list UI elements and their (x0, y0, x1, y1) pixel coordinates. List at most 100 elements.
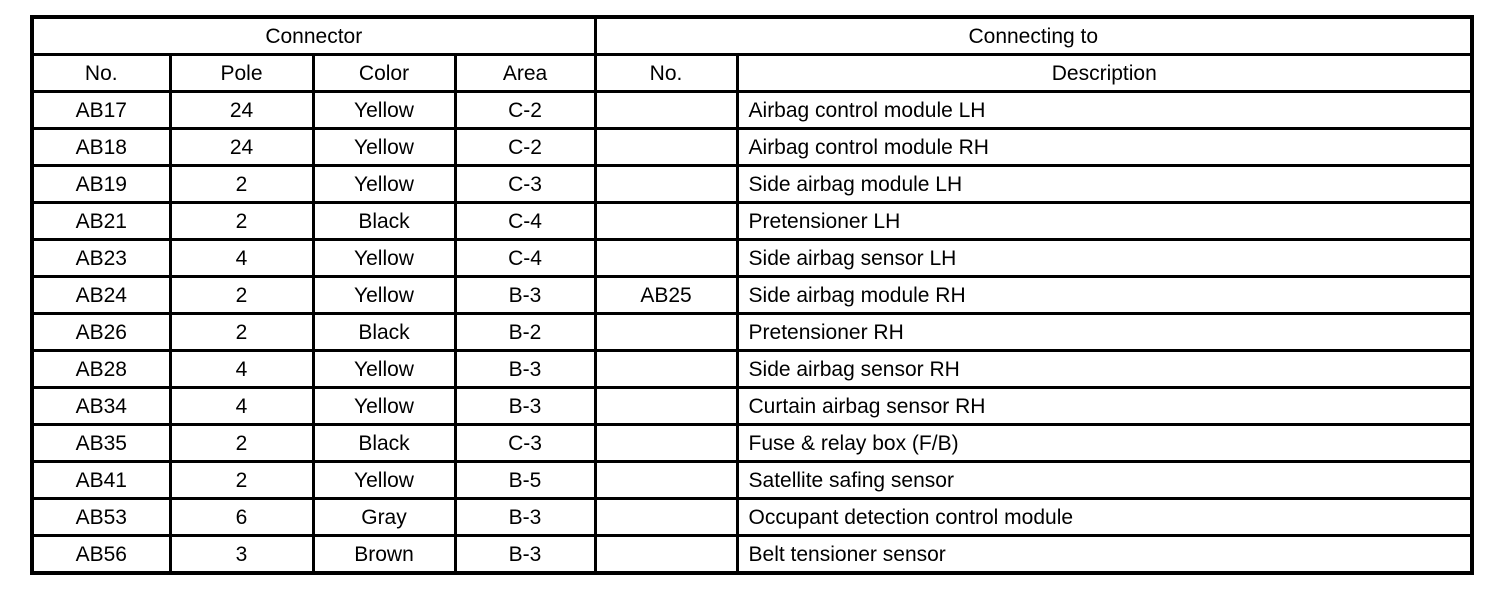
cell-description: Occupant detection control module (735, 497, 1474, 537)
cell-pole: 2 (168, 460, 315, 500)
table-row: AB53 6 Gray B-3 Occupant detection contr… (30, 497, 1474, 537)
cell-color: Black (311, 201, 457, 241)
cell-connecting-no (593, 349, 739, 389)
cell-description: Pretensioner RH (735, 312, 1474, 352)
cell-connecting-no (593, 127, 739, 167)
cell-description: Curtain airbag sensor RH (735, 386, 1474, 426)
cell-color: Yellow (311, 90, 457, 130)
cell-description: Side airbag module LH (735, 164, 1474, 204)
cell-pole: 6 (168, 497, 315, 537)
cell-connecting-no: AB25 (593, 275, 739, 315)
cell-connecting-no (593, 534, 739, 575)
cell-area: B-3 (453, 386, 597, 426)
column-header-no: No. (30, 53, 172, 93)
column-header-pole: Pole (168, 53, 315, 93)
column-header-description: Description (735, 53, 1474, 93)
cell-connecting-no (593, 90, 739, 130)
column-header-connecting-no: No. (593, 53, 739, 93)
cell-connecting-no (593, 460, 739, 500)
cell-area: B-5 (453, 460, 597, 500)
cell-color: Yellow (311, 275, 457, 315)
cell-color: Yellow (311, 386, 457, 426)
table-row: AB19 2 Yellow C-3 Side airbag module LH (30, 164, 1474, 204)
cell-pole: 2 (168, 164, 315, 204)
table-row: AB18 24 Yellow C-2 Airbag control module… (30, 127, 1474, 167)
cell-connecting-no (593, 201, 739, 241)
table-row: AB17 24 Yellow C-2 Airbag control module… (30, 90, 1474, 130)
cell-no: AB18 (30, 127, 172, 167)
column-header-row: No. Pole Color Area No. Description (30, 53, 1474, 93)
cell-color: Black (311, 312, 457, 352)
cell-color: Black (311, 423, 457, 463)
cell-color: Brown (311, 534, 457, 575)
cell-no: AB56 (30, 534, 172, 575)
cell-no: AB28 (30, 349, 172, 389)
group-header-connecting-to: Connecting to (593, 15, 1474, 56)
cell-description: Airbag control module RH (735, 127, 1474, 167)
cell-area: B-2 (453, 312, 597, 352)
cell-no: AB21 (30, 201, 172, 241)
cell-connecting-no (593, 312, 739, 352)
cell-area: C-4 (453, 238, 597, 278)
cell-pole: 4 (168, 349, 315, 389)
cell-color: Yellow (311, 164, 457, 204)
cell-description: Satellite safing sensor (735, 460, 1474, 500)
cell-pole: 4 (168, 238, 315, 278)
connector-table: Connector Connecting to No. Pole Color A… (30, 15, 1475, 575)
cell-no: AB34 (30, 386, 172, 426)
cell-description: Side airbag sensor LH (735, 238, 1474, 278)
group-header-row: Connector Connecting to (30, 15, 1474, 56)
cell-area: B-3 (453, 497, 597, 537)
table-row: AB41 2 Yellow B-5 Satellite safing senso… (30, 460, 1474, 500)
column-header-area: Area (453, 53, 597, 93)
table-row: AB28 4 Yellow B-3 Side airbag sensor RH (30, 349, 1474, 389)
cell-area: B-3 (453, 534, 597, 575)
cell-description: Side airbag sensor RH (735, 349, 1474, 389)
cell-area: B-3 (453, 275, 597, 315)
cell-description: Side airbag module RH (735, 275, 1474, 315)
cell-no: AB17 (30, 90, 172, 130)
cell-connecting-no (593, 386, 739, 426)
cell-color: Yellow (311, 460, 457, 500)
cell-pole: 24 (168, 90, 315, 130)
cell-area: B-3 (453, 349, 597, 389)
cell-area: C-3 (453, 164, 597, 204)
table-row: AB26 2 Black B-2 Pretensioner RH (30, 312, 1474, 352)
cell-description: Belt tensioner sensor (735, 534, 1474, 575)
cell-pole: 2 (168, 312, 315, 352)
cell-pole: 2 (168, 275, 315, 315)
cell-color: Yellow (311, 349, 457, 389)
cell-no: AB19 (30, 164, 172, 204)
cell-area: C-2 (453, 127, 597, 167)
cell-color: Gray (311, 497, 457, 537)
cell-no: AB26 (30, 312, 172, 352)
cell-connecting-no (593, 423, 739, 463)
cell-area: C-3 (453, 423, 597, 463)
cell-no: AB23 (30, 238, 172, 278)
table-row: AB34 4 Yellow B-3 Curtain airbag sensor … (30, 386, 1474, 426)
cell-pole: 2 (168, 201, 315, 241)
cell-color: Yellow (311, 127, 457, 167)
cell-no: AB35 (30, 423, 172, 463)
cell-pole: 2 (168, 423, 315, 463)
cell-description: Pretensioner LH (735, 201, 1474, 241)
group-header-connector: Connector (30, 15, 597, 56)
cell-description: Fuse & relay box (F/B) (735, 423, 1474, 463)
cell-pole: 3 (168, 534, 315, 575)
cell-pole: 4 (168, 386, 315, 426)
cell-no: AB53 (30, 497, 172, 537)
cell-area: C-2 (453, 90, 597, 130)
cell-pole: 24 (168, 127, 315, 167)
cell-connecting-no (593, 497, 739, 537)
cell-color: Yellow (311, 238, 457, 278)
cell-no: AB24 (30, 275, 172, 315)
table-row: AB23 4 Yellow C-4 Side airbag sensor LH (30, 238, 1474, 278)
cell-connecting-no (593, 164, 739, 204)
table-row: AB21 2 Black C-4 Pretensioner LH (30, 201, 1474, 241)
cell-area: C-4 (453, 201, 597, 241)
cell-connecting-no (593, 238, 739, 278)
table-row: AB24 2 Yellow B-3 AB25 Side airbag modul… (30, 275, 1474, 315)
cell-no: AB41 (30, 460, 172, 500)
table-row: AB56 3 Brown B-3 Belt tensioner sensor (30, 534, 1474, 575)
